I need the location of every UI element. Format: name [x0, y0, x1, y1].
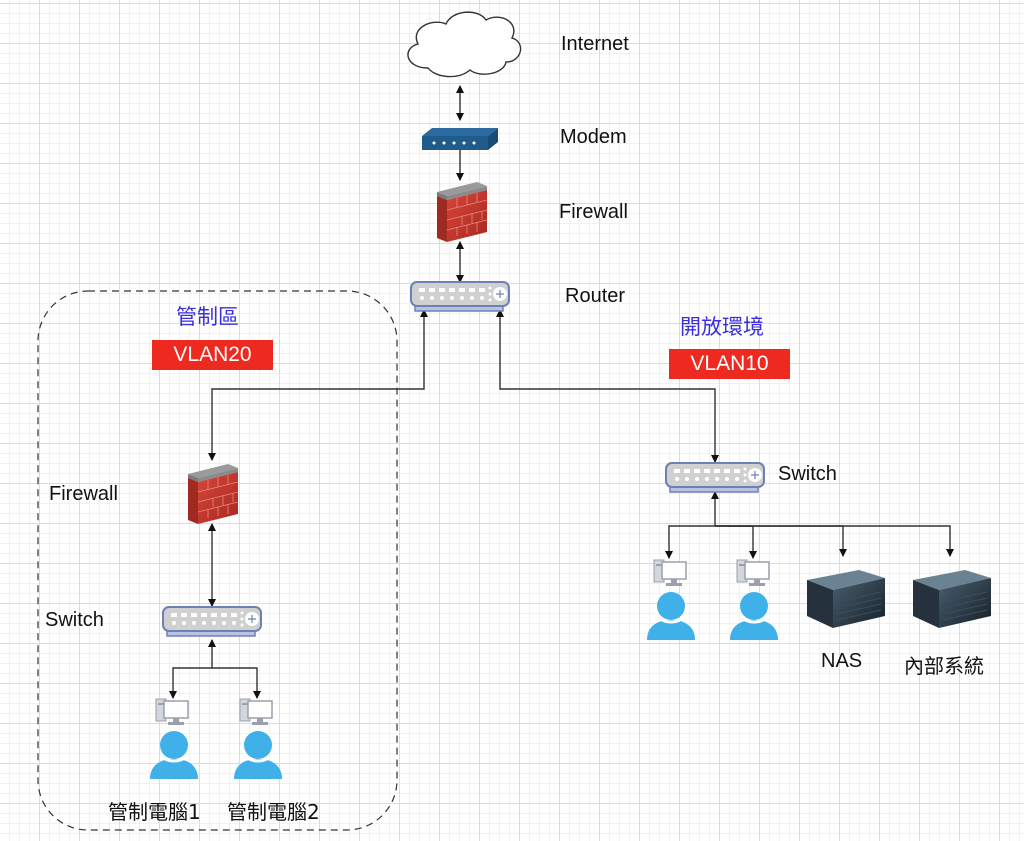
ctrl-pc1-label: 管制電腦1 [108, 800, 201, 824]
open-pc1-workstation-icon [653, 559, 687, 587]
edge-switch-open-internal [715, 525, 954, 557]
cloud-icon [407, 11, 522, 78]
control-zone-boundary [37, 290, 398, 831]
switch-ctrl-icon [162, 606, 262, 637]
internal-system-server-icon [912, 569, 992, 629]
ctrl-pc2-user-icon [232, 729, 284, 781]
firewall-ctrl-icon [187, 463, 239, 525]
internet-label: Internet [561, 33, 629, 55]
router-label: Router [565, 285, 626, 307]
ctrl-pc1-workstation-icon [155, 698, 189, 726]
ctrl-pc2-label: 管制電腦2 [227, 800, 320, 824]
firewall-icon [436, 181, 488, 243]
edge-switch-open-pc1 [665, 491, 719, 559]
ctrl-pc1-user-icon [148, 729, 200, 781]
edge-switch-open-pc2 [715, 525, 757, 559]
ctrl-pc2-workstation-icon [239, 698, 273, 726]
open-zone-title: 開放環境 [680, 315, 764, 339]
vlan20-badge: VLAN20 [152, 340, 273, 370]
switch-open-label: Switch [778, 463, 837, 485]
open-pc2-user-icon [728, 590, 780, 642]
edge-switch-open-nas [715, 525, 847, 557]
control-zone-title: 管制區 [176, 305, 239, 329]
open-pc2-workstation-icon [736, 559, 770, 587]
modem-icon [422, 128, 498, 150]
modem-label: Modem [560, 126, 627, 148]
internal-system-label: 內部系統 [904, 654, 984, 678]
nas-label: NAS [821, 650, 863, 672]
vlan10-badge: VLAN10 [669, 349, 790, 379]
router-icon [410, 281, 510, 312]
switch-ctrl-label: Switch [45, 609, 104, 631]
nas-server-icon [806, 569, 886, 629]
edge-switch-ctrl-pc2 [212, 667, 261, 699]
switch-open-icon [665, 462, 765, 493]
firewall-ctrl-label: Firewall [49, 483, 118, 505]
edge-router-firewall-ctrl [208, 309, 428, 461]
firewall-label: Firewall [559, 201, 628, 223]
edge-switch-ctrl-pc1 [169, 639, 216, 699]
open-pc1-user-icon [645, 590, 697, 642]
edge-router-switch-open [496, 309, 719, 463]
